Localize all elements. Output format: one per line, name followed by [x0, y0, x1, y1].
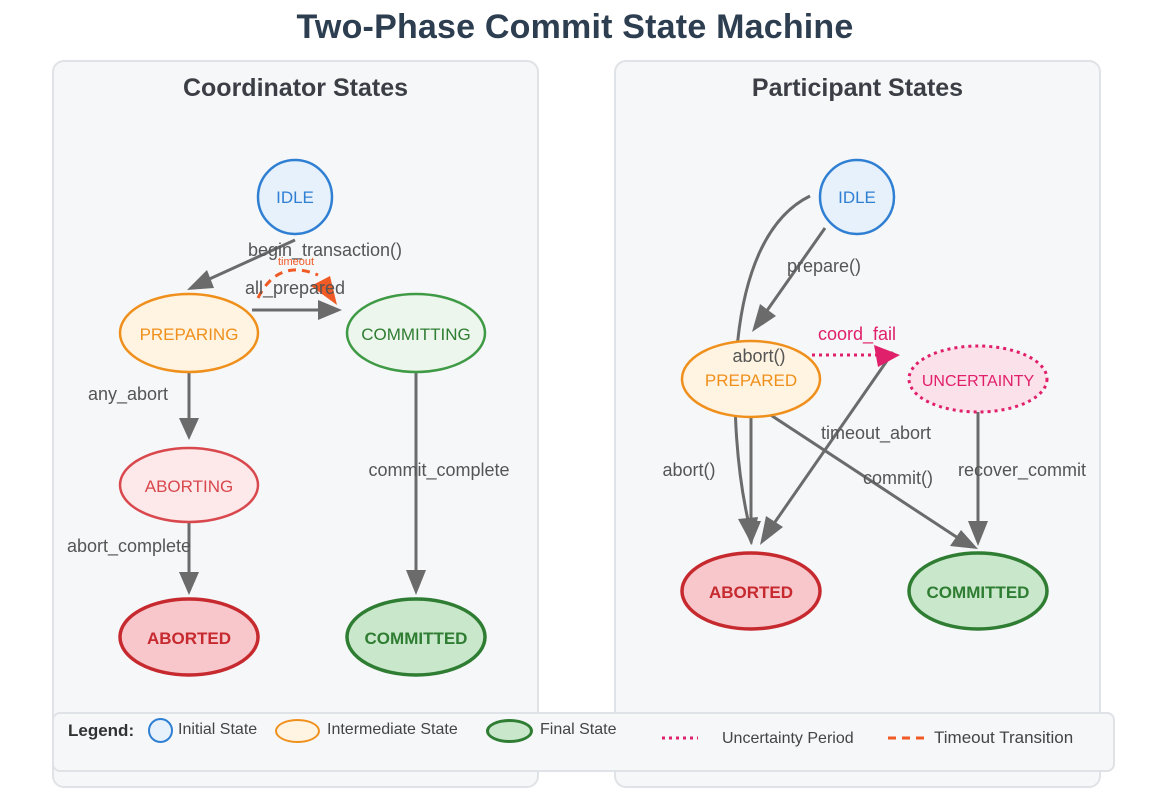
legend-initial-swatch: [148, 718, 173, 743]
label-abort-complete: abort_complete: [67, 536, 191, 557]
label-all-prepared: all_prepared: [245, 278, 345, 299]
participant-state-idle: IDLE: [818, 158, 896, 236]
legend-final-swatch: [486, 719, 533, 743]
arrowhead: [968, 521, 988, 546]
state-label: PREPARED: [705, 371, 797, 390]
legend-timeout-line: [888, 736, 924, 740]
edge-commit: [759, 406, 959, 540]
state-label: ABORTING: [145, 477, 233, 496]
arrowhead: [179, 418, 199, 440]
page-title: Two-Phase Commit State Machine: [296, 8, 854, 46]
state-label: IDLE: [276, 188, 314, 207]
label-abort-top: abort(): [732, 346, 785, 366]
coordinator-edges: [179, 238, 426, 595]
state-preparing: PREPARING: [118, 292, 260, 374]
legend-final-text: Final State: [540, 721, 617, 738]
label-coord-fail: coord_fail: [818, 324, 896, 345]
label-timeout: timeout: [278, 256, 314, 268]
state-label: UNCERTAINTY: [922, 373, 1035, 390]
label-abort-left: abort(): [662, 460, 715, 480]
participant-state-aborted: ABORTED: [680, 551, 822, 631]
label-any-abort: any_abort: [88, 384, 168, 405]
legend-intermediate-text: Intermediate State: [327, 721, 458, 738]
state-label: PREPARING: [140, 325, 239, 344]
arrowhead: [179, 572, 199, 595]
arrowhead: [950, 530, 978, 549]
legend-initial-text: Initial State: [178, 721, 258, 738]
timeout-arrowhead: [311, 276, 337, 305]
coordinator-panel-title: Coordinator States: [182, 74, 409, 102]
coordinator-edge-labels: begin_transaction() all_prepared any_abo…: [67, 240, 510, 557]
arrowhead: [752, 304, 776, 332]
participant-edges: [733, 194, 988, 549]
edge-timeout: [256, 268, 319, 299]
participant-panel-title: Participant States: [751, 74, 964, 102]
state-aborted: ABORTED: [118, 597, 260, 677]
state-label: IDLE: [838, 188, 876, 207]
legend-label: Legend:: [68, 721, 135, 740]
legend-timeout-text: Timeout Transition: [934, 728, 1074, 747]
arrowhead: [187, 270, 214, 290]
participant-state-committed: COMMITTED: [907, 551, 1049, 631]
label-timeout-abort: timeout_abort: [821, 423, 931, 444]
legend: Legend: Initial State Intermediate State…: [52, 712, 1115, 772]
edge-prepare: [764, 227, 827, 313]
state-label: COMMITTED: [365, 629, 468, 648]
label-recover-commit: recover_commit: [958, 460, 1086, 481]
state-label: COMMITTED: [927, 583, 1030, 602]
state-label: COMMITTING: [361, 325, 471, 344]
state-committed: COMMITTED: [345, 597, 487, 677]
participant-state-prepared: PREPARED: [680, 339, 822, 419]
arrowhead: [318, 300, 342, 320]
legend-uncertainty-line: [662, 736, 698, 740]
state-label: ABORTED: [709, 583, 793, 602]
arrowhead: [760, 516, 783, 545]
coord-fail-arrowhead: [874, 345, 900, 367]
edge-begin-transaction: [204, 238, 296, 283]
arrowhead: [406, 570, 426, 595]
label-commit: commit(): [863, 468, 933, 488]
label-prepare: prepare(): [787, 256, 861, 276]
state-idle: IDLE: [256, 158, 334, 236]
legend-intermediate-swatch: [275, 719, 320, 743]
state-committing: COMMITTING: [345, 292, 487, 374]
legend-uncertainty-text: Uncertainty Period: [722, 730, 854, 747]
participant-state-uncertainty: UNCERTAINTY: [907, 344, 1049, 414]
edge-timeout-abort: [773, 351, 895, 523]
state-label: ABORTED: [147, 629, 231, 648]
label-commit-complete: commit_complete: [368, 460, 509, 481]
participant-edge-labels: prepare() abort() timeout_abort abort() …: [662, 256, 1086, 488]
state-aborting: ABORTING: [118, 446, 260, 524]
label-begin-transaction: begin_transaction(): [248, 240, 402, 261]
arrowhead: [741, 521, 761, 545]
